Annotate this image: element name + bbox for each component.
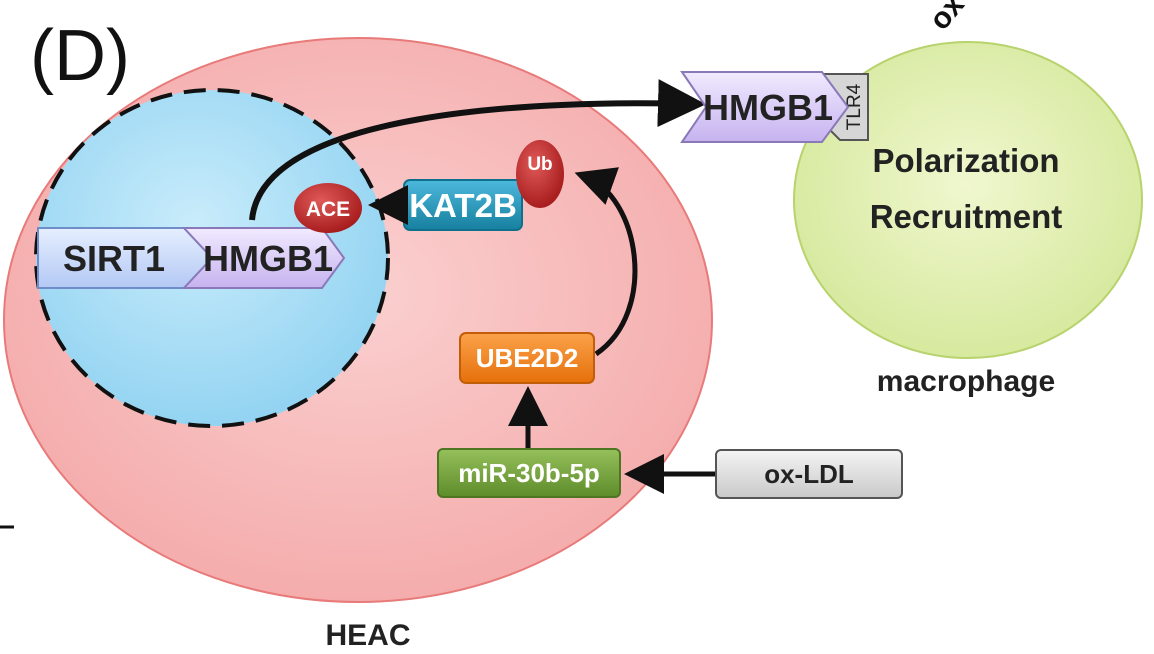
hmgb1-secreted: HMGB1 (680, 71, 850, 143)
tlr4-label: TLR4 (844, 83, 865, 130)
oxldl-label: ox-LDL (764, 459, 854, 489)
mir30b-rna: miR-30b-5p (437, 448, 621, 498)
ube2d2-label: UBE2D2 (476, 343, 579, 373)
ubiquitin-badge: Ub (516, 140, 564, 208)
sirt1-protein: SIRT1 (37, 227, 214, 289)
ube2d2-to-ub-arrow (574, 167, 638, 357)
mir-label: miR-30b-5p (458, 458, 600, 488)
kat2b-protein: KAT2B (403, 179, 523, 231)
macrophage-cell (793, 41, 1143, 359)
macrophage-label: macrophage (877, 365, 1055, 398)
ub-label: Ub (527, 154, 552, 175)
panel-label: (D) (30, 16, 130, 96)
acetylation-badge: ACE (294, 183, 362, 233)
hmgb1-secretion-arrow (249, 79, 706, 221)
oxldl-stimulus: ox-LDL (715, 449, 903, 499)
sirt1-label: SIRT1 (63, 238, 165, 279)
recruitment-text: Recruitment (870, 198, 1063, 235)
heac-label: HEAC (325, 619, 410, 652)
ube2d2-protein: UBE2D2 (459, 332, 595, 384)
polarization-text: Polarization (872, 142, 1059, 179)
hmgb1-secreted-label: HMGB1 (703, 87, 833, 128)
hmgb1-nuclear-label: HMGB1 (203, 238, 333, 279)
corner-text: ox (923, 0, 971, 36)
kat2b-label: KAT2B (409, 187, 517, 224)
hmgb1-nuclear: HMGB1 (181, 227, 346, 289)
ace-label: ACE (306, 198, 350, 221)
